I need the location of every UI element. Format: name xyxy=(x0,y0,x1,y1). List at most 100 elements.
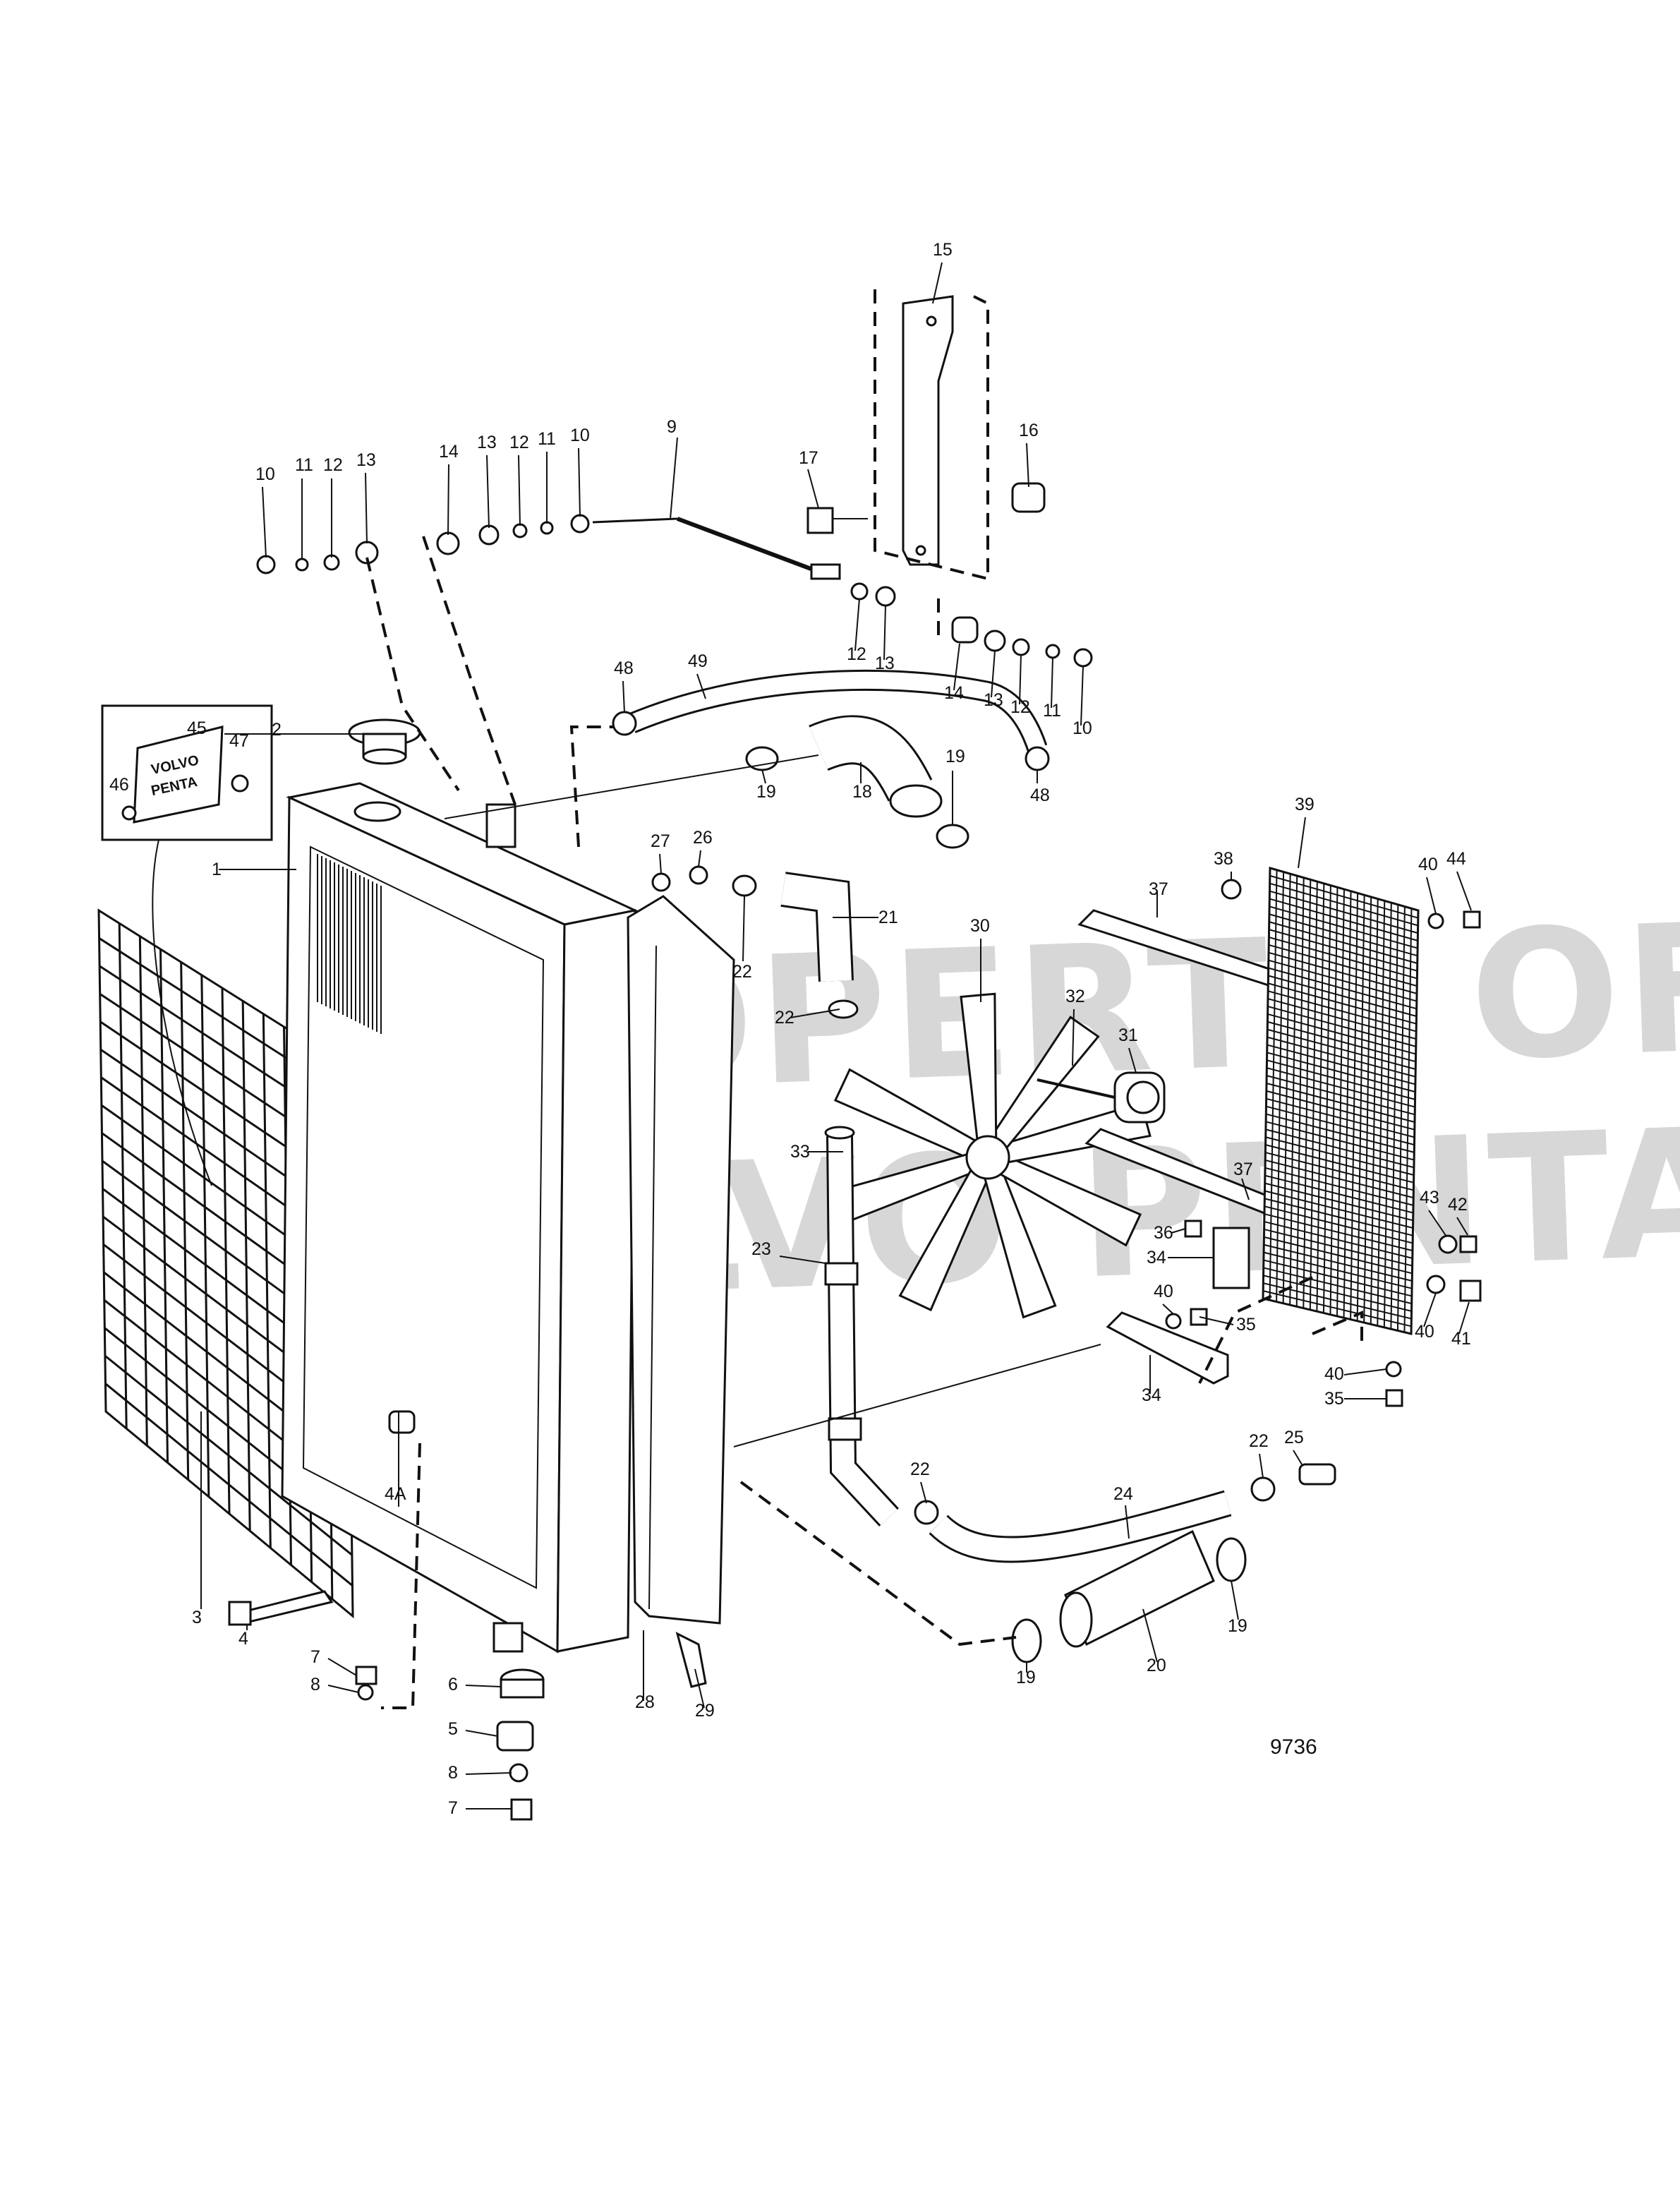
callout-36: 36 xyxy=(1154,1223,1173,1243)
callout-15: 15 xyxy=(933,240,953,260)
callout-13: 13 xyxy=(875,654,895,673)
callout-10: 10 xyxy=(1072,718,1092,738)
callout-41: 41 xyxy=(1451,1329,1471,1349)
callout-13: 13 xyxy=(984,690,1003,710)
nipple-25 xyxy=(1298,1463,1336,1486)
callout-13: 13 xyxy=(477,433,497,452)
callout-25: 25 xyxy=(1284,1428,1304,1447)
callout-44: 44 xyxy=(1446,849,1466,869)
callout-21: 21 xyxy=(878,908,898,927)
callout-40: 40 xyxy=(1154,1282,1173,1301)
callout-4: 4 xyxy=(238,1629,248,1649)
nut-38 xyxy=(1221,879,1242,900)
callout-11: 11 xyxy=(538,429,556,449)
callout-14: 14 xyxy=(944,683,964,703)
callout-19: 19 xyxy=(756,782,776,802)
leader-lines xyxy=(200,262,1472,1809)
callout-35: 35 xyxy=(1324,1389,1344,1409)
callout-40: 40 xyxy=(1324,1364,1344,1384)
washer-27 xyxy=(651,872,671,892)
callout-22: 22 xyxy=(732,962,752,982)
callout-22: 22 xyxy=(775,1008,794,1028)
callout-12: 12 xyxy=(1010,697,1030,717)
filler-cap xyxy=(348,718,421,765)
callout-34: 34 xyxy=(1147,1248,1166,1267)
callout-47: 47 xyxy=(229,731,249,751)
callout-49: 49 xyxy=(688,651,708,671)
rear-screen xyxy=(1262,867,1420,1335)
callout-48: 48 xyxy=(614,658,634,678)
callout-37: 37 xyxy=(1149,879,1168,899)
callout-1: 1 xyxy=(212,860,222,879)
callout-26: 26 xyxy=(693,828,713,848)
callout-18: 18 xyxy=(852,782,872,802)
radiator xyxy=(281,782,639,1654)
callout-3: 3 xyxy=(192,1608,202,1627)
callout-19: 19 xyxy=(945,747,965,766)
callout-20: 20 xyxy=(1147,1656,1166,1675)
callout-40: 40 xyxy=(1418,855,1438,874)
callout-7: 7 xyxy=(448,1798,458,1818)
nameplate-inset: VOLVO PENTA xyxy=(101,704,273,1186)
fan xyxy=(826,992,1152,1319)
callout-9: 9 xyxy=(667,417,677,437)
callout-42: 42 xyxy=(1448,1195,1468,1215)
callout-10: 10 xyxy=(255,464,275,484)
pulley-31 xyxy=(1037,1071,1166,1124)
callout-37: 37 xyxy=(1233,1160,1253,1179)
callout-22: 22 xyxy=(910,1459,930,1479)
callout-8: 8 xyxy=(310,1675,320,1694)
bolt-26 xyxy=(689,865,708,885)
upper-hose xyxy=(612,669,1050,771)
callout-40: 40 xyxy=(1415,1322,1434,1342)
callout-38: 38 xyxy=(1214,849,1233,869)
callout-48: 48 xyxy=(1030,785,1050,805)
mounting-bracket xyxy=(874,289,989,581)
callout-6: 6 xyxy=(448,1675,458,1694)
bolt-17 xyxy=(806,507,834,534)
callout-31: 31 xyxy=(1118,1025,1138,1045)
callout-34: 34 xyxy=(1142,1385,1161,1405)
callout-28: 28 xyxy=(635,1692,655,1712)
stay-rod xyxy=(592,517,841,580)
callout-19: 19 xyxy=(1228,1616,1247,1636)
fan-shroud xyxy=(627,895,735,1625)
callout-11: 11 xyxy=(1043,701,1061,721)
elbow-hose xyxy=(745,715,969,849)
bracket-34-upper xyxy=(1212,1227,1250,1289)
washer-set-right xyxy=(850,582,1093,668)
washer-set-left xyxy=(256,514,590,574)
hose-20 xyxy=(1011,1529,1247,1663)
callout-45: 45 xyxy=(187,718,207,738)
callout-2: 2 xyxy=(272,720,282,740)
callout-17: 17 xyxy=(799,448,818,468)
callout-14: 14 xyxy=(439,442,459,462)
callout-12: 12 xyxy=(323,455,343,475)
callout-16: 16 xyxy=(1019,421,1039,440)
bracket-34-lower xyxy=(1106,1311,1229,1385)
callout-24: 24 xyxy=(1113,1484,1133,1504)
callout-12: 12 xyxy=(847,644,866,664)
figure-number: 9736 xyxy=(1270,1735,1317,1759)
callout-11: 11 xyxy=(295,455,313,475)
callout-29: 29 xyxy=(695,1701,715,1721)
callout-19: 19 xyxy=(1016,1668,1036,1687)
callout-46: 46 xyxy=(109,775,129,795)
callout-7: 7 xyxy=(310,1647,320,1667)
callout-12: 12 xyxy=(509,433,529,452)
callout-32: 32 xyxy=(1065,987,1085,1006)
callout-labels: 15 16 17 9 10 11 12 13 14 13 12 11 10 12… xyxy=(109,240,1471,1818)
callout-27: 27 xyxy=(651,831,670,851)
callout-43: 43 xyxy=(1420,1188,1439,1208)
callout-5: 5 xyxy=(448,1719,458,1739)
callout-13: 13 xyxy=(356,450,376,470)
callout-4A: 4A xyxy=(385,1484,406,1504)
callout-22: 22 xyxy=(1249,1431,1269,1451)
callout-8: 8 xyxy=(448,1763,458,1783)
callout-23: 23 xyxy=(751,1239,771,1259)
callout-39: 39 xyxy=(1295,795,1315,814)
lower-hose xyxy=(914,1476,1276,1563)
spacer-16 xyxy=(1011,482,1046,513)
water-pipe xyxy=(824,1126,899,1526)
